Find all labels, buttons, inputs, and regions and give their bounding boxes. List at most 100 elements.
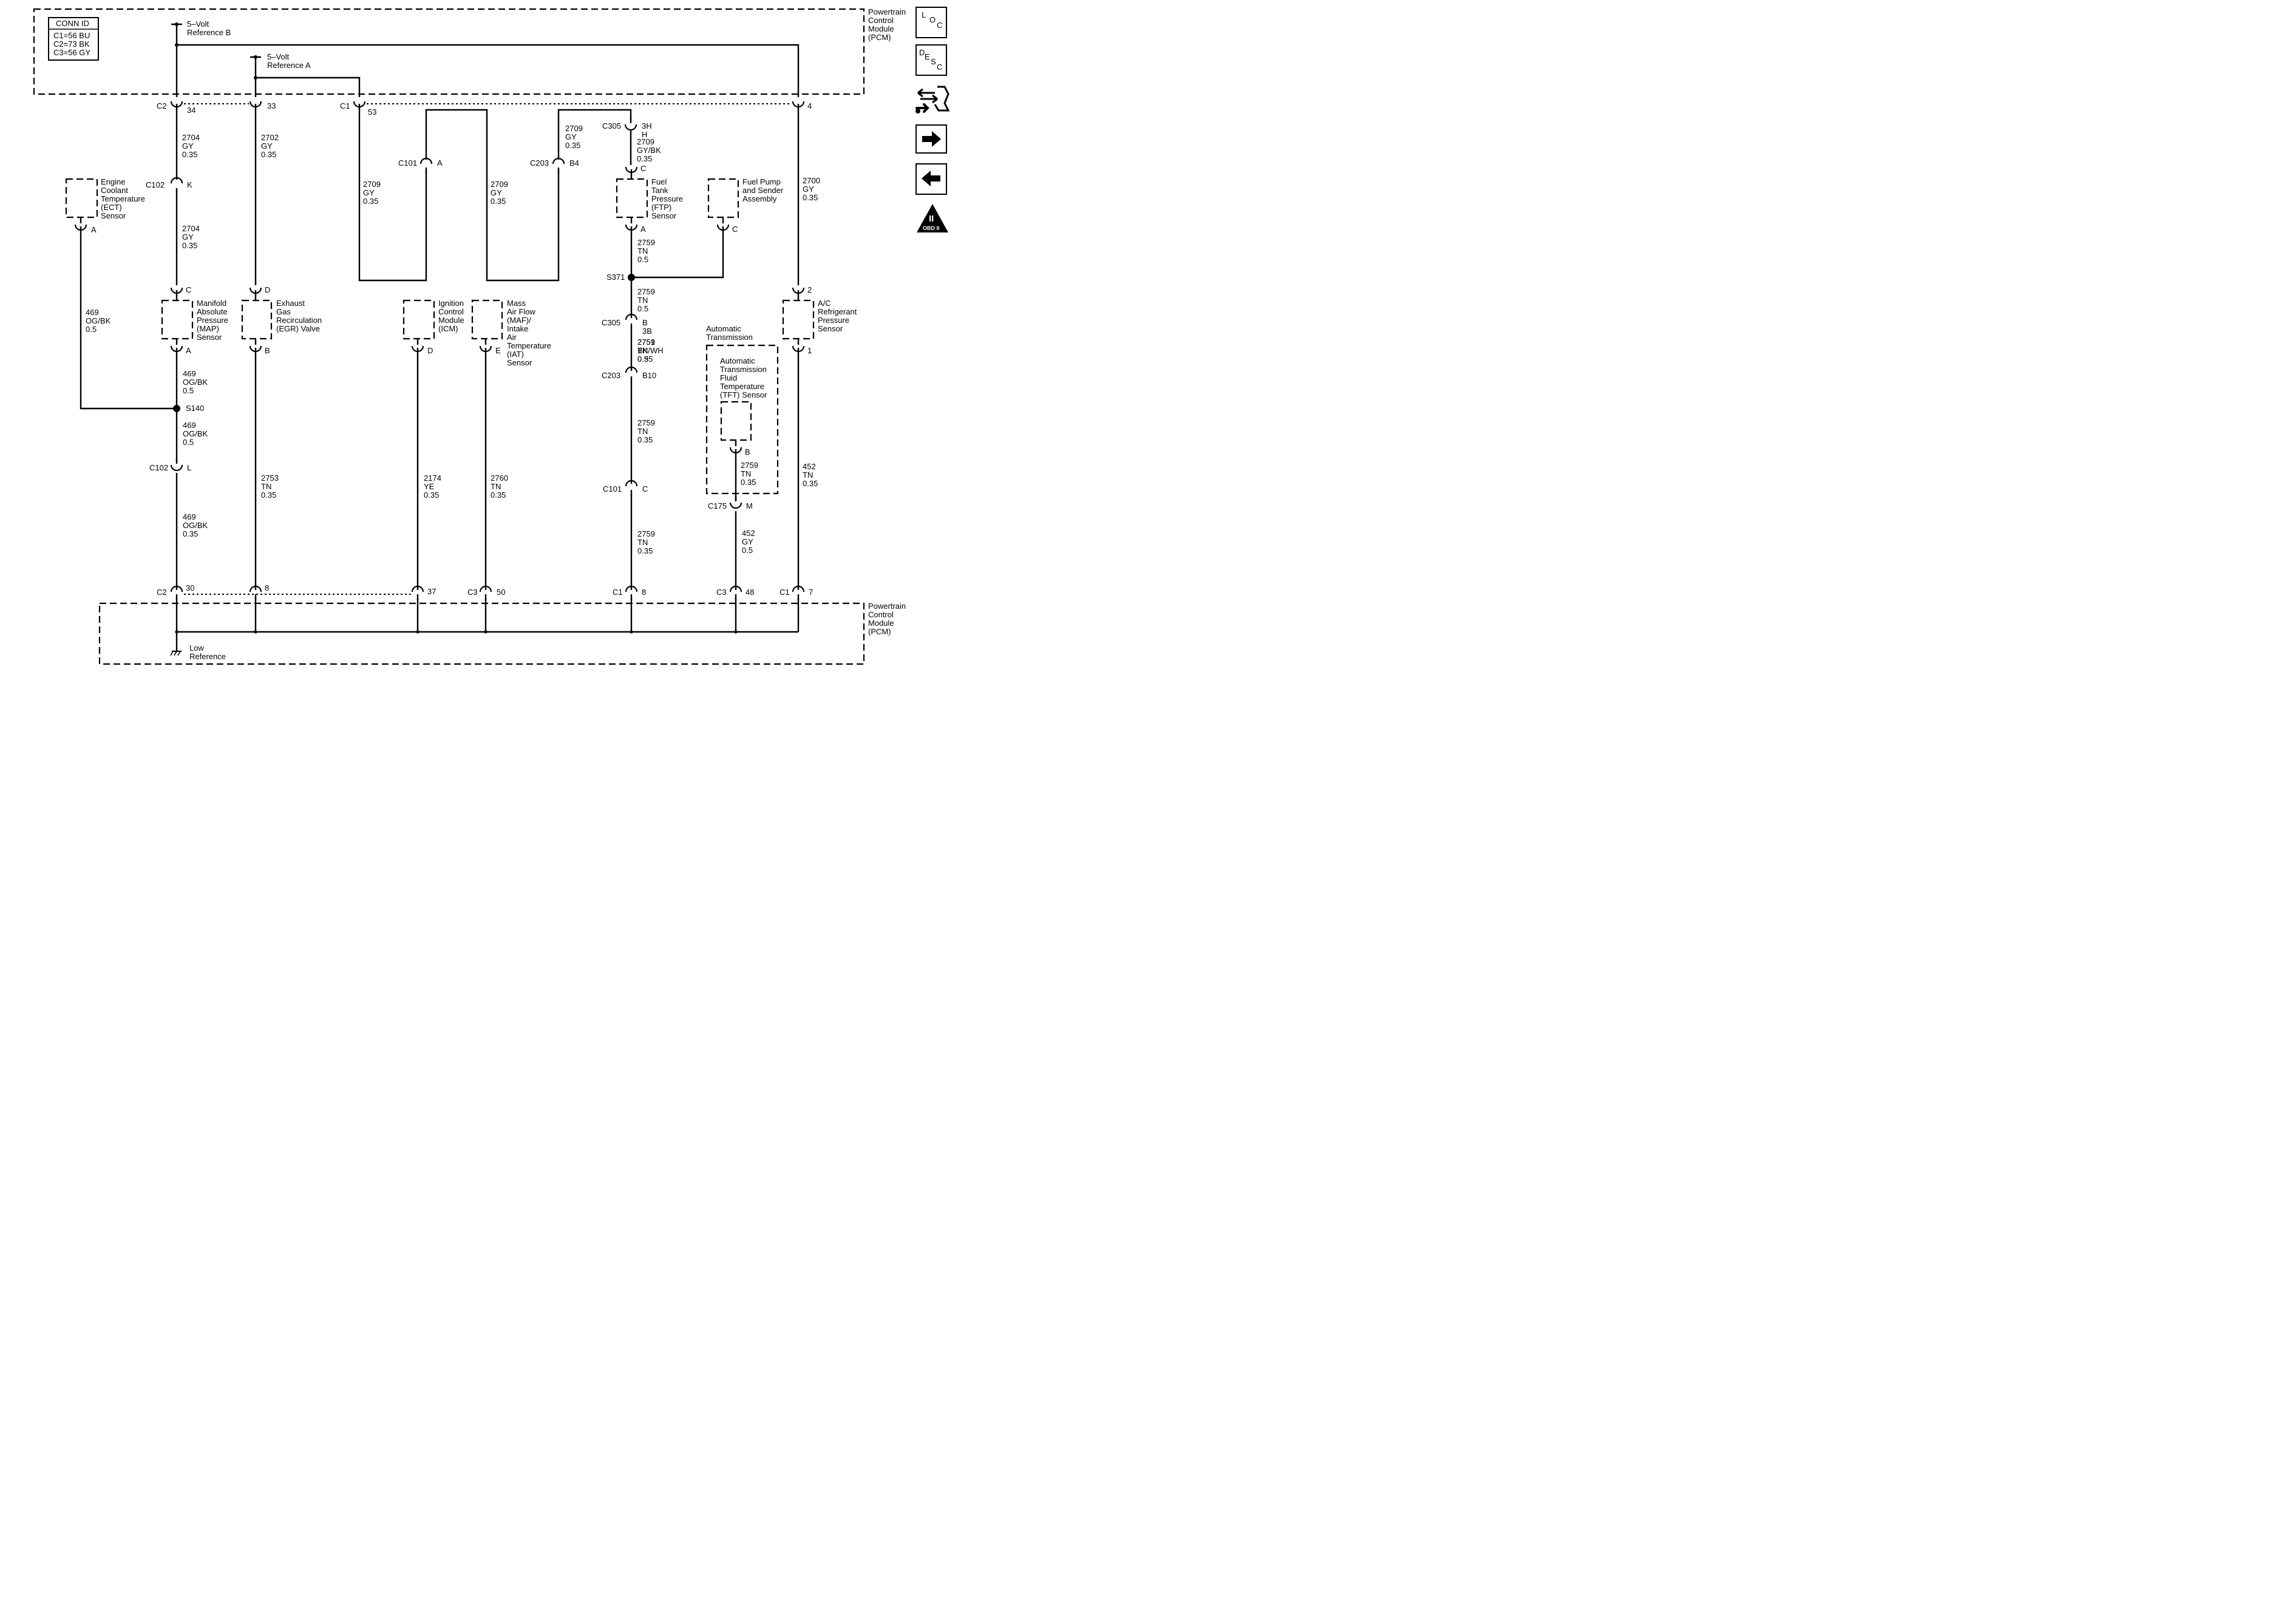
pin-label: B (265, 346, 270, 355)
pin-label: 53 (368, 107, 376, 117)
harness-wrench-button[interactable] (915, 86, 950, 114)
pcm-top-pin-33 (249, 101, 262, 109)
wire-label-color: YE (424, 482, 435, 491)
pin-label: 30 (186, 583, 194, 592)
icm-label: Ignition Control Module (ICM) (438, 299, 466, 333)
wire-label-circuit: 2704 (182, 133, 200, 142)
ect-pin-a (74, 218, 87, 232)
loc-button[interactable]: L O C (915, 7, 947, 38)
ect-sensor-label: Engine Coolant Temperature (ECT) Sensor (101, 177, 148, 220)
inline-connector-c175-m (729, 496, 742, 509)
wire-label-gauge: 0.5 (183, 386, 194, 395)
conn-id-box: CONN ID C1=56 BU C2=73 BK C3=56 GY (48, 17, 99, 61)
pin-label: 33 (267, 101, 276, 110)
wire-label-circuit: 2759 (637, 529, 655, 538)
pin-label: C (186, 285, 191, 294)
pin-label: 3H (642, 121, 652, 131)
wire-label-color: OG/BK (183, 521, 208, 530)
map-sensor-box (161, 299, 194, 340)
tft-pin-b (729, 441, 742, 455)
previous-button[interactable] (915, 163, 947, 195)
connector-label: C203 (530, 158, 549, 168)
pcm-bottom-pin-50 (479, 585, 492, 600)
pcm-bottom-label: Powertrain Control Module (PCM) (868, 602, 908, 636)
ect-sensor-box (65, 178, 98, 219)
pin-label: M (746, 501, 753, 510)
wire-label-circuit: 2174 (424, 473, 441, 483)
desc-button[interactable]: D E S C (915, 44, 947, 76)
wire-label-gauge: 0.35 (637, 546, 653, 555)
wire-label-color: OG/BK (86, 316, 111, 325)
pcm-bottom-pin-8 (249, 585, 262, 600)
obd-ii-button[interactable]: II OBD II (917, 204, 948, 232)
connector-label: C1 (613, 588, 623, 597)
wire-label-circuit: 469 (183, 512, 196, 521)
icm-box (402, 299, 435, 340)
pin-label: C (732, 225, 738, 234)
connector-label: C101 (603, 484, 622, 493)
pin-label: D (265, 285, 270, 294)
maf-iat-sensor-box (471, 299, 503, 340)
connector-label: C102 (146, 180, 165, 189)
wire-label-gauge: 0.35 (491, 197, 506, 206)
maf-iat-sensor-label: Mass Air Flow (MAF)/ Intake Air Temperat… (507, 299, 554, 367)
map-pin-a (170, 339, 183, 353)
wire-label-color: TN (637, 296, 648, 305)
wire-label-gauge: 0.35 (363, 197, 378, 206)
splice-s140 (173, 405, 180, 412)
svg-text:E: E (925, 52, 930, 61)
splice-s371 (628, 274, 635, 281)
wire-label-circuit: 2759 (637, 238, 655, 247)
wire-label-gauge: 0.5 (742, 546, 753, 555)
wire-469-ect (80, 232, 177, 410)
inline-connector-c102-l (170, 459, 183, 472)
next-button[interactable] (915, 124, 947, 154)
ground-icon (170, 651, 182, 656)
wire-label-color: TN (637, 538, 648, 547)
inline-connector-c101-c (625, 480, 638, 496)
wire-label-color: TN (491, 482, 501, 491)
fuel-pump-label: Fuel Pump and Sender Assembly (742, 177, 786, 203)
ac-pressure-sensor-label: A/C Refrigerant Pressure Sensor (818, 299, 859, 333)
map-pin-c (170, 287, 183, 300)
ref-a-line (250, 55, 361, 97)
conn-id-title: CONN ID (56, 19, 89, 28)
wire-2709-c (557, 109, 632, 160)
wire-label-circuit: 2753 (261, 473, 279, 483)
schematic-canvas: Powertrain Control Module (PCM) Powertra… (33, 7, 950, 665)
wire-label-gauge: 0.35 (637, 435, 653, 444)
wire-label-gauge: 0.5 (637, 354, 648, 364)
connector-label: C305 (602, 121, 621, 131)
wire-label-gauge: 0.35 (261, 490, 276, 500)
wire-label-circuit: 469 (183, 369, 196, 378)
inline-connector-c305-3h (624, 119, 637, 131)
ref-b-label: 5–Volt Reference B (187, 19, 231, 37)
pcm-bottom-pin-c1-8 (625, 585, 638, 600)
wire-label-gauge: 0.35 (741, 478, 756, 487)
ftp-sensor-label: Fuel Tank Pressure (FTP) Sensor (651, 177, 685, 220)
map-sensor-label: Manifold Absolute Pressure (MAP) Sensor (197, 299, 231, 342)
pin-label: A (437, 158, 443, 168)
wire-label-gauge: 0.35 (182, 150, 197, 159)
tft-sensor-label: Automatic Transmission Fluid Temperature… (720, 356, 769, 399)
pin-label: H (642, 130, 647, 139)
harness-wrench-icon (915, 86, 950, 114)
svg-text:D: D (919, 48, 925, 57)
wire-2709-a (358, 108, 427, 282)
inline-connector-c305-b (625, 313, 638, 330)
wire-label-gauge: 0.35 (803, 193, 818, 202)
wire-label-color: BK/WH (637, 346, 664, 355)
pin-label: 7 (809, 588, 813, 597)
arrow-right-icon (922, 131, 941, 147)
pin-label: A (186, 346, 191, 355)
connector-label: C3 (716, 588, 727, 597)
